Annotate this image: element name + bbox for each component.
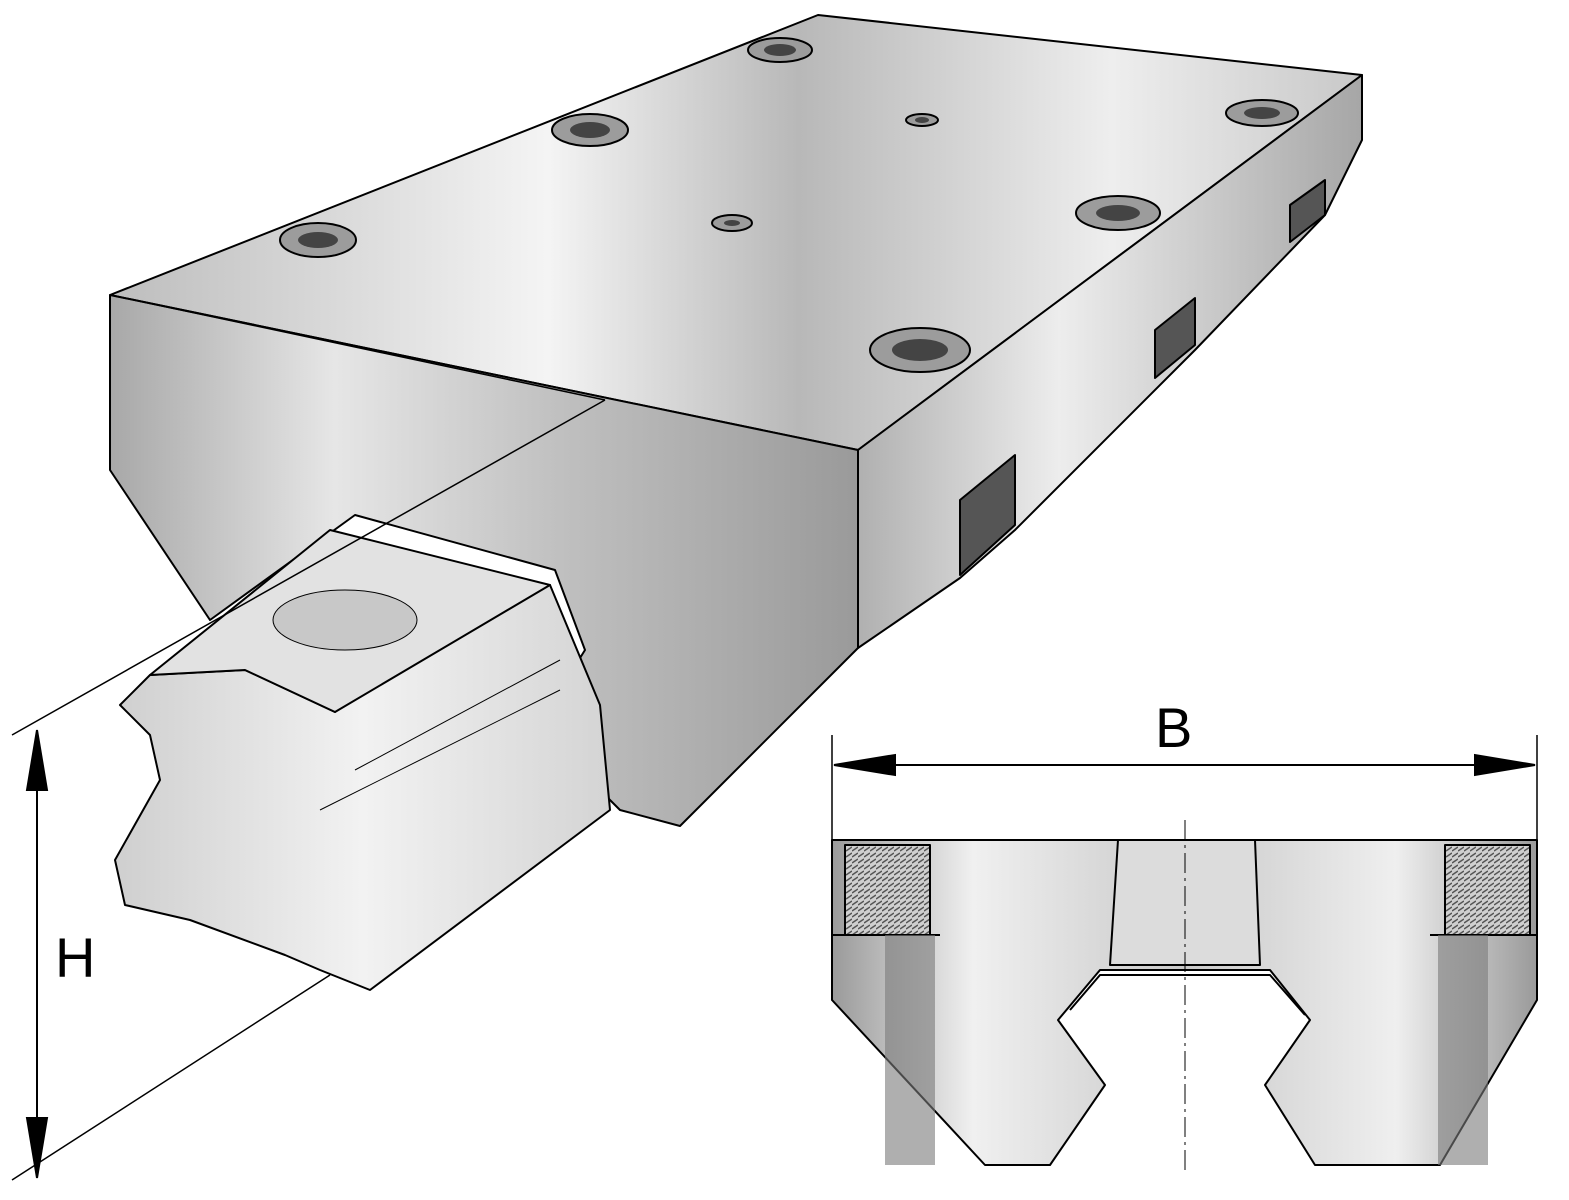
guide-rail — [114, 529, 611, 991]
dimension-h — [25, 729, 49, 1179]
cross-section — [831, 820, 1538, 1175]
section-thread-left — [844, 844, 931, 936]
section-body — [831, 839, 1538, 1166]
extension-lines — [11, 399, 1538, 1181]
dimension-b-label: B — [1155, 696, 1193, 759]
section-thread-right — [1444, 844, 1531, 936]
dimension-b — [833, 753, 1536, 777]
dimension-h-label: H — [55, 926, 96, 989]
carriage — [109, 14, 1363, 827]
mounting-holes — [279, 37, 1299, 373]
rail-bolt-hole — [272, 589, 418, 651]
side-slots — [959, 179, 1326, 576]
